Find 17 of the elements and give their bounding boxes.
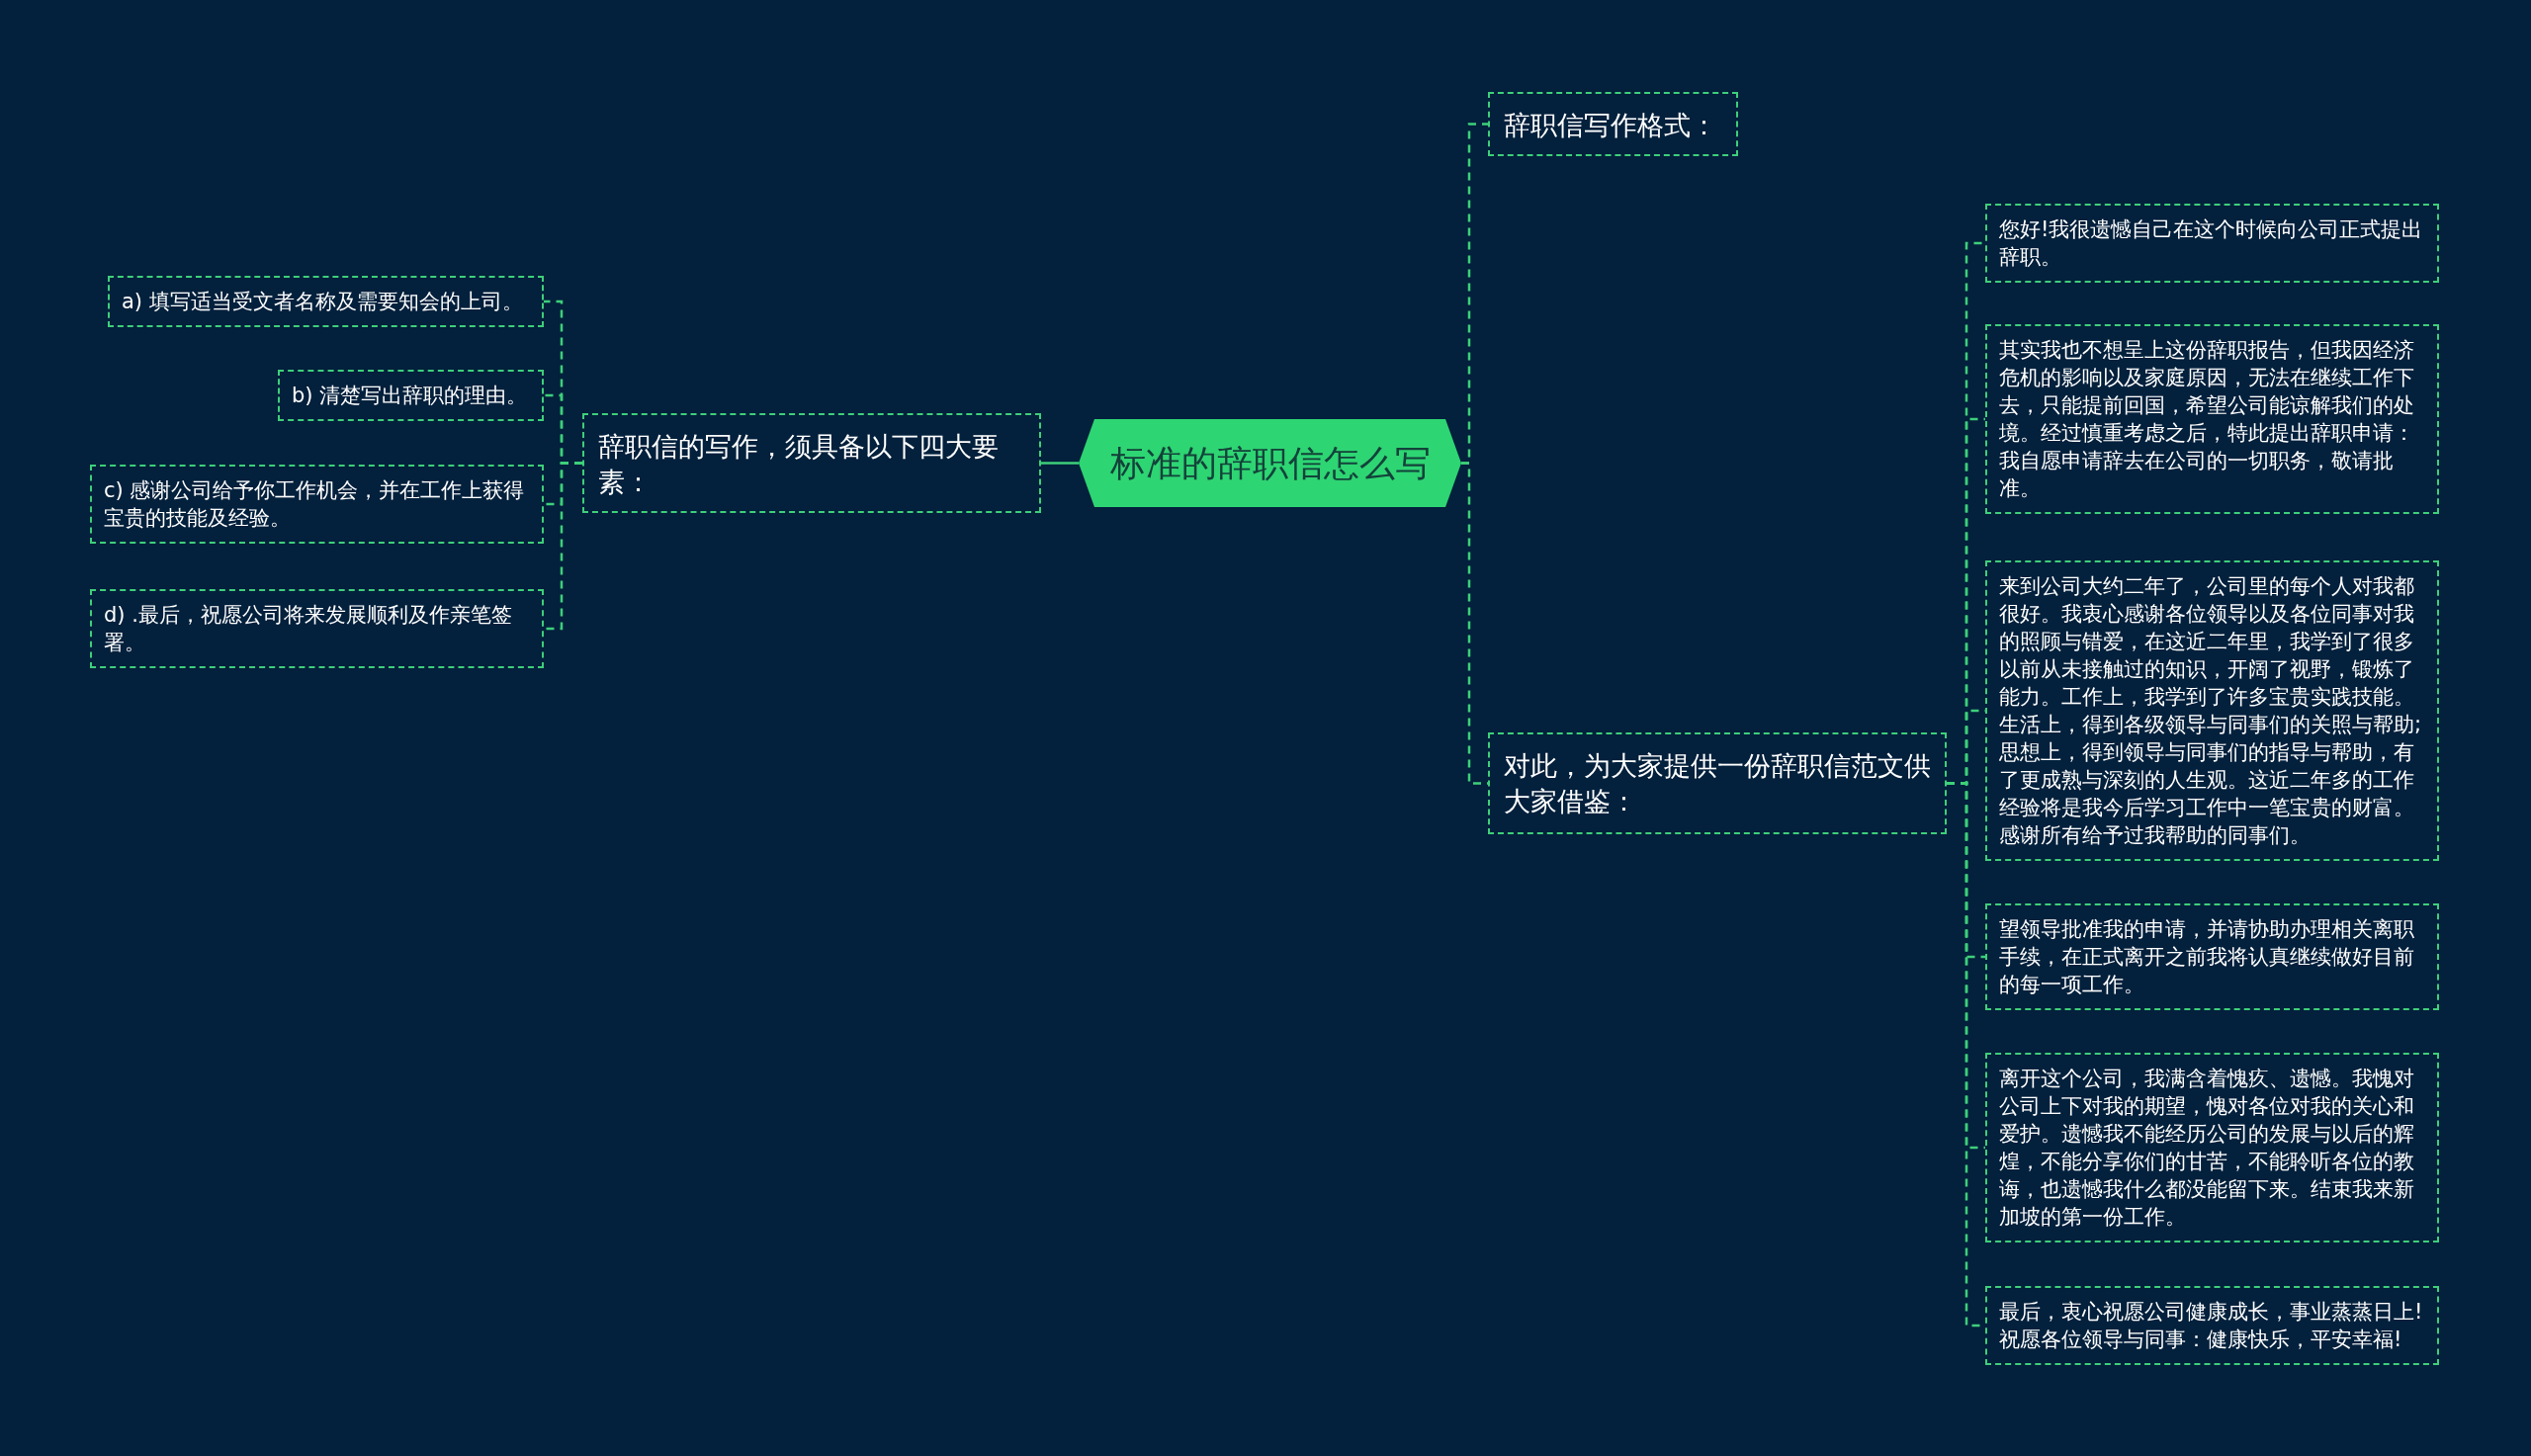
topic-box: 辞职信的写作，须具备以下四大要素： xyxy=(582,413,1041,513)
topic-box: 辞职信写作格式： xyxy=(1488,92,1738,156)
subtopic-box: 望领导批准我的申请，并请协助办理相关离职手续，在正式离开之前我将认真继续做好目前的每一项工作。 xyxy=(1985,903,2439,1010)
subtopic-box: 其实我也不想呈上这份辞职报告，但我因经济危机的影响以及家庭原因，无法在继续工作下去，只能提前回国，希望公司能谅解我们的处境。经过慎重考虑之后，特此提出辞职申请：我自愿申请辞去在公司的一切职务，敬请批准。 xyxy=(1985,324,2439,514)
connector-line xyxy=(544,462,582,631)
subtopic-box: b) 清楚写出辞职的理由。 xyxy=(278,370,544,421)
subtopic-box: 离开这个公司，我满含着愧疚、遗憾。我愧对公司上下对我的期望，愧对各位对我的关心和爱护。遗憾我不能经历公司的发展与以后的辉煌，不能分享你们的甘苦，不能聆听各位的教诲，也遗憾我什么都没能留下来。结束我来新加坡的第一份工作。 xyxy=(1985,1053,2439,1242)
topic-box: 对此，为大家提供一份辞职信范文供大家借鉴： xyxy=(1488,732,1947,834)
subtopic-box: d) .最后，祝愿公司将来发展顺利及作亲笔签署。 xyxy=(90,589,544,668)
subtopic-box: a) 填写适当受文者名称及需要知会的上司。 xyxy=(108,276,544,327)
subtopic-box: 最后，衷心祝愿公司健康成长，事业蒸蒸日上!祝愿各位领导与同事：健康快乐，平安幸福! xyxy=(1985,1286,2439,1365)
central-topic-hexagon: 标准的辞职信怎么写 xyxy=(1079,419,1461,507)
subtopic-box: c) 感谢公司给予你工作机会，并在工作上获得宝贵的技能及经验。 xyxy=(90,465,544,544)
connector-line xyxy=(1041,462,1079,465)
connector-line xyxy=(1461,462,1488,785)
subtopic-box: 来到公司大约二年了，公司里的每个人对我都很好。我衷心感谢各位领导以及各位同事对我的照顾与错爱，在这近二年里，我学到了很多以前从未接触过的知识，开阔了视野，锻炼了能力。工作上，我学到了许多宝贵实践技能。生活上，得到各级领导与同事们的关照与帮助;思想上，得到领导与同事们的指导与帮助，有了更成熟与深刻的人生观。这近二年多的工作经验将是我今后学习工作中一笔宝贵的财富。感谢所有给予过我帮助的同事们。 xyxy=(1985,560,2439,861)
subtopic-box: 您好!我很遗憾自己在这个时候向公司正式提出辞职。 xyxy=(1985,204,2439,283)
